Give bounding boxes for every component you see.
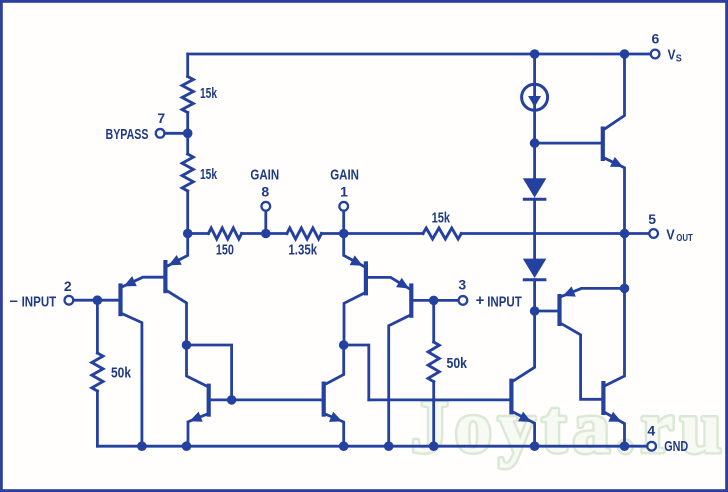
svg-text:GND: GND	[664, 438, 688, 455]
svg-text:50k: 50k	[447, 355, 468, 372]
svg-text:1.35k: 1.35k	[288, 242, 317, 259]
svg-text:4: 4	[647, 422, 655, 438]
svg-text:GAIN: GAIN	[330, 166, 359, 183]
svg-text:OUT: OUT	[676, 232, 693, 244]
svg-text:5: 5	[648, 211, 656, 227]
svg-text:INPUT: INPUT	[22, 293, 57, 310]
svg-text:15k: 15k	[200, 85, 217, 102]
svg-text:+: +	[476, 292, 485, 309]
svg-text:–: –	[10, 292, 18, 309]
svg-text:INPUT: INPUT	[487, 293, 522, 310]
svg-text:7: 7	[157, 110, 165, 126]
svg-text:V: V	[668, 47, 676, 64]
svg-text:15k: 15k	[432, 210, 451, 227]
svg-text:BYPASS: BYPASS	[106, 126, 149, 143]
svg-text:15k: 15k	[200, 166, 217, 183]
svg-text:Joyta.ru: Joyta.ru	[411, 386, 728, 469]
svg-text:8: 8	[261, 184, 269, 200]
svg-text:2: 2	[64, 278, 72, 294]
svg-text:150: 150	[216, 242, 234, 259]
svg-text:V: V	[666, 227, 675, 244]
svg-text:1: 1	[340, 184, 348, 200]
svg-text:3: 3	[458, 277, 466, 293]
svg-text:S: S	[676, 53, 682, 65]
svg-text:50k: 50k	[111, 365, 132, 382]
svg-text:6: 6	[652, 30, 660, 46]
svg-text:GAIN: GAIN	[250, 166, 279, 183]
